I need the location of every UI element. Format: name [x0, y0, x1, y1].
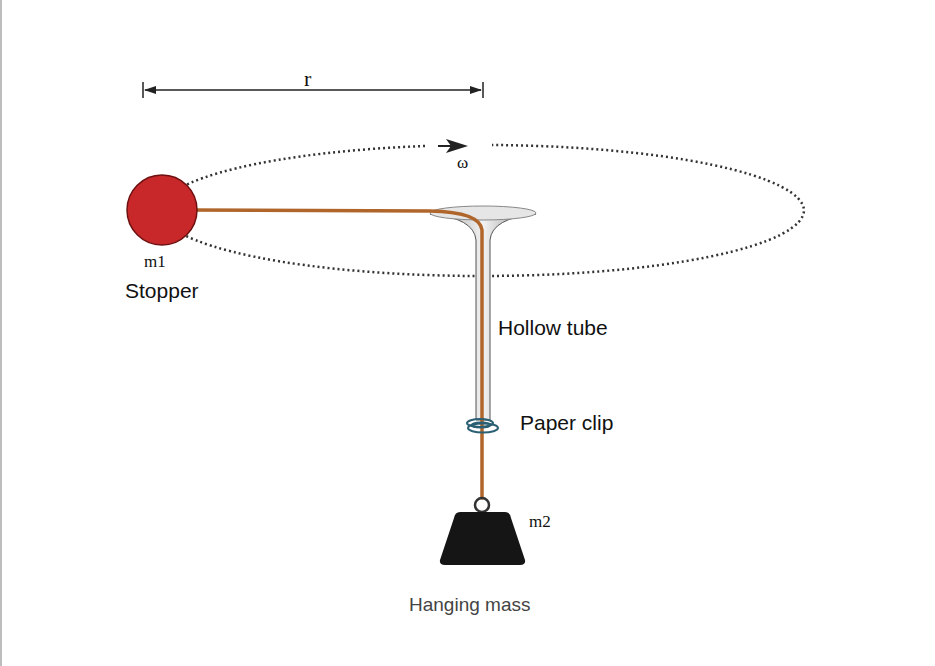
radius-dimension: [143, 82, 483, 98]
dimension-label: r: [304, 68, 311, 90]
angular-velocity-label: ω: [457, 154, 468, 171]
part-name: Hollow tube: [498, 317, 608, 338]
hanging-mass: [440, 498, 525, 565]
mass-label: m2: [529, 513, 551, 530]
stopper-ball: [127, 175, 197, 245]
rotation-arrow: [438, 139, 468, 153]
paper-clip: [467, 419, 498, 433]
page-edge: [0, 0, 2, 666]
mass-label: m1: [144, 253, 166, 270]
part-name: Stopper: [125, 280, 199, 301]
part-name: Hanging mass: [409, 595, 530, 614]
string: [190, 210, 482, 498]
part-name: Paper clip: [520, 412, 613, 433]
